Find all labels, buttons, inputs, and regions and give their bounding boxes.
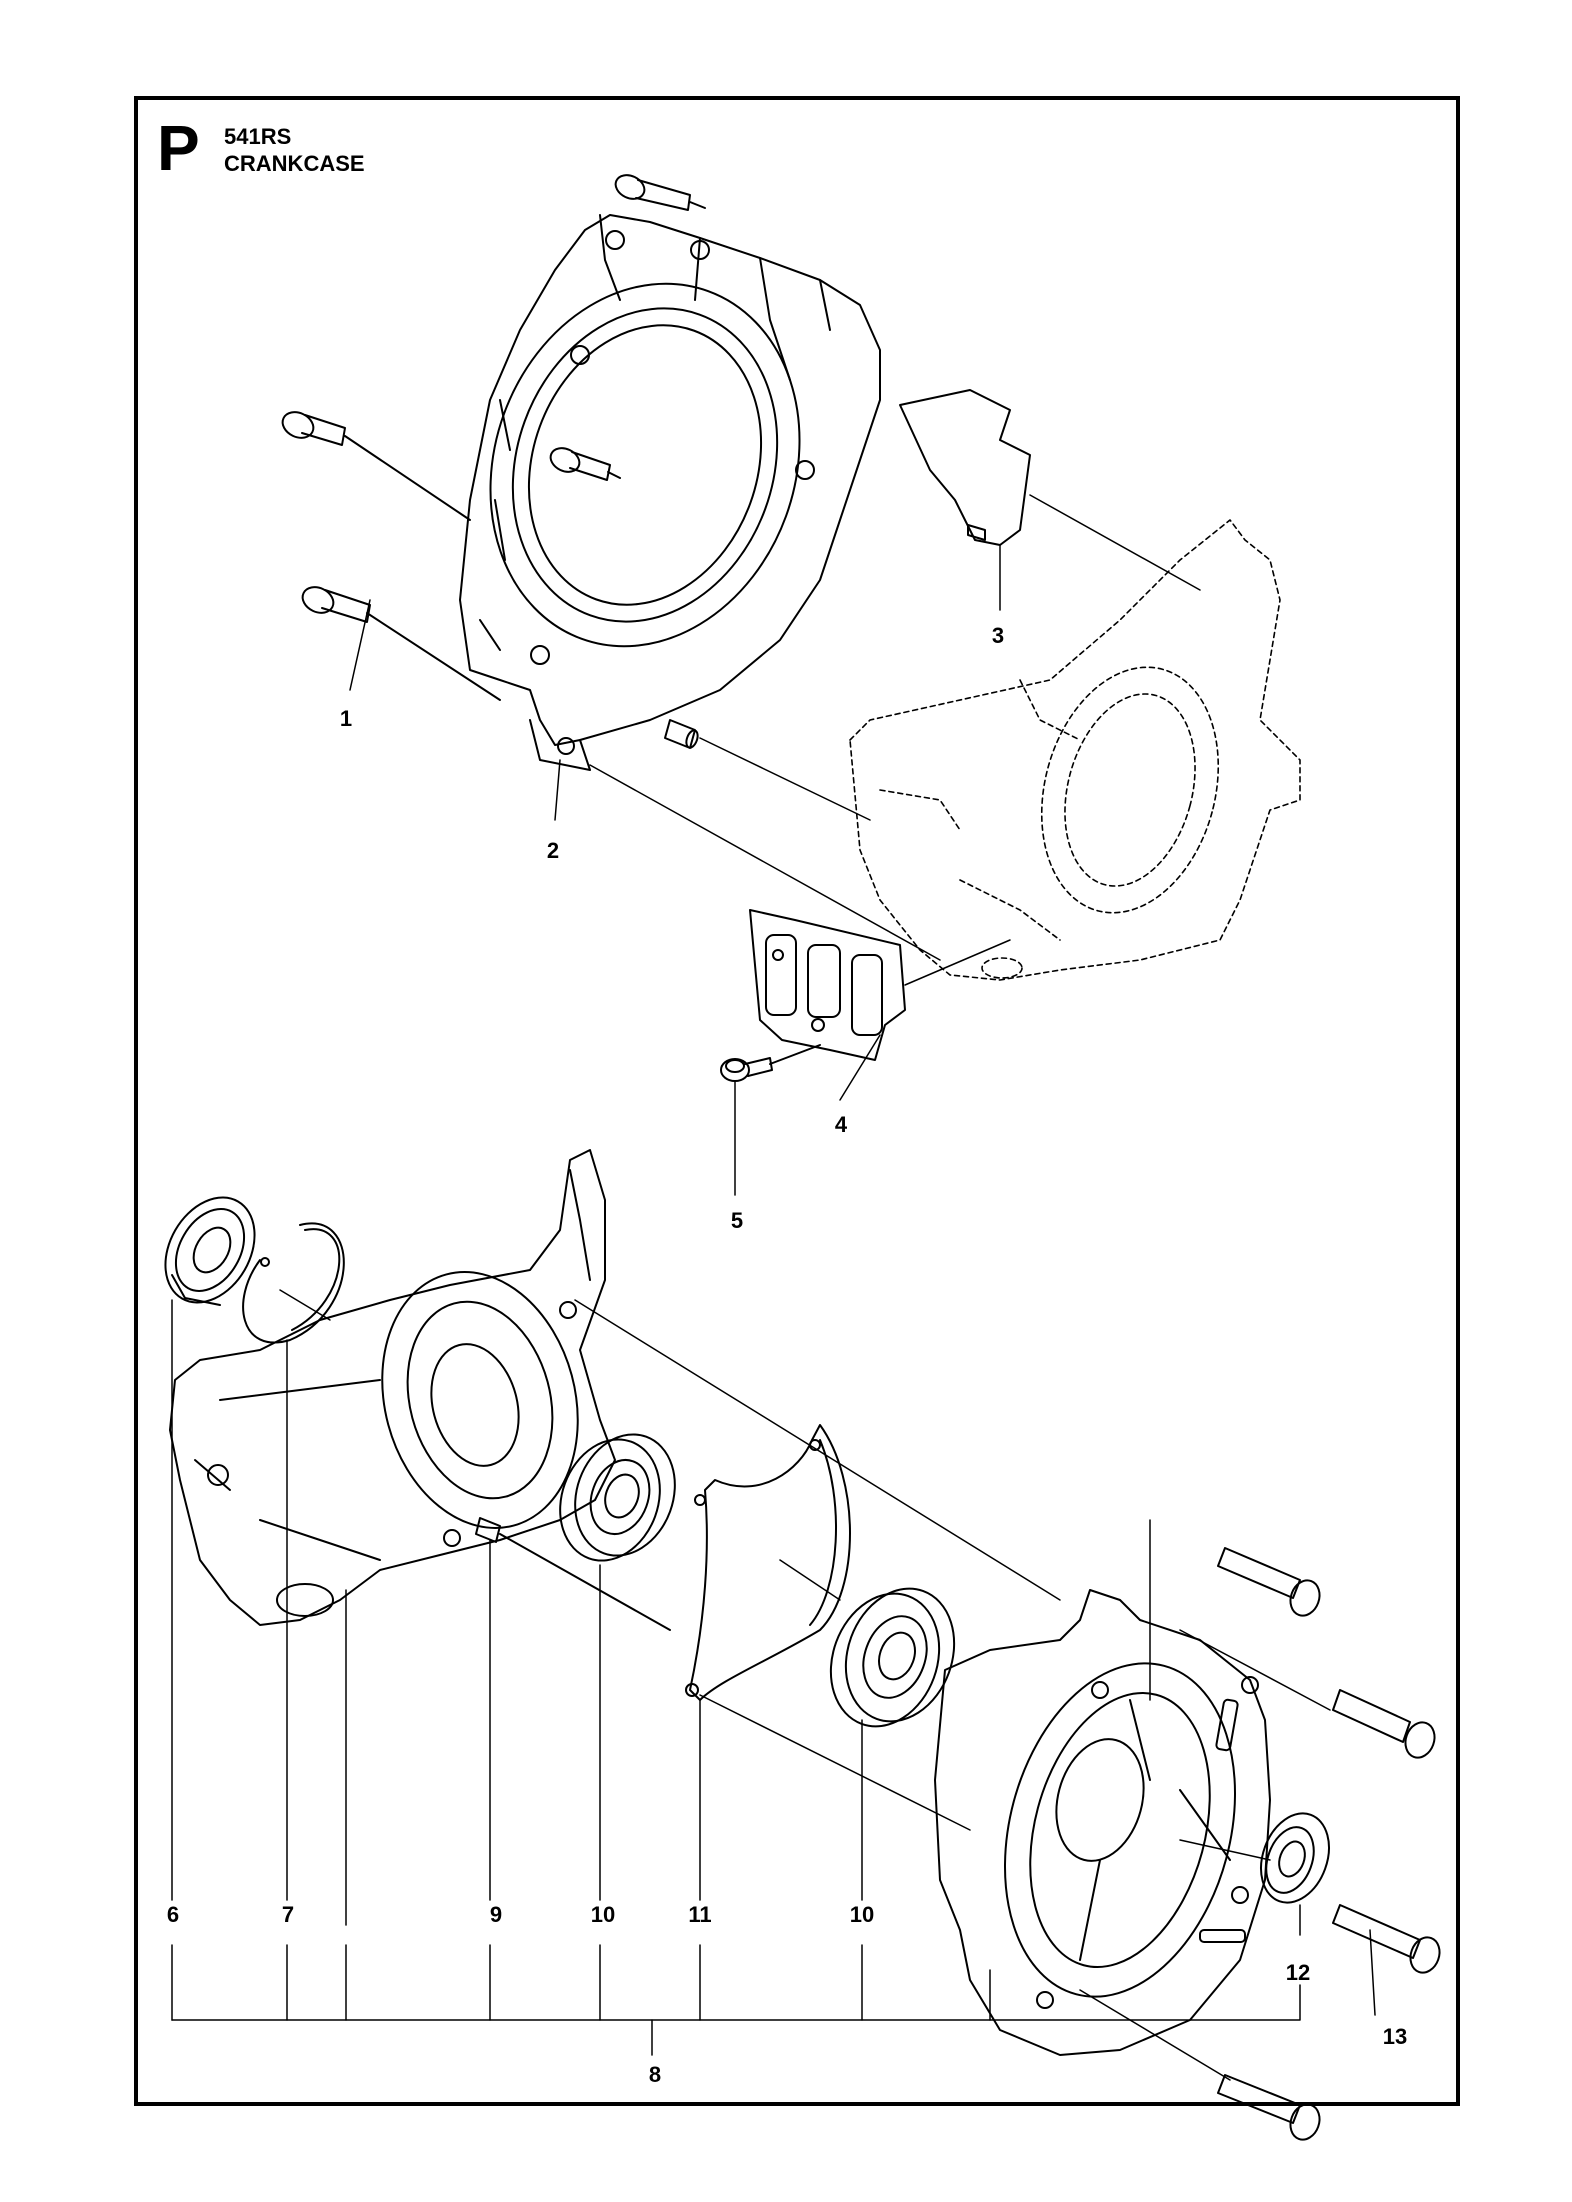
callout-10-left: 10 — [590, 1902, 616, 1927]
part-10-bearing-right — [829, 1587, 956, 1728]
callout-1: 1 — [339, 706, 353, 731]
callout-10-right: 10 — [849, 1902, 875, 1927]
callout-6: 6 — [166, 1902, 180, 1927]
callout-13: 13 — [1382, 2024, 1408, 2049]
section-letter: P — [157, 112, 200, 184]
part-9-pin — [475, 1517, 671, 1631]
page-title: CRANKCASE — [224, 151, 365, 176]
part-13-screw-3 — [1332, 1904, 1441, 1974]
part-7-circlip — [242, 1222, 345, 1344]
part-2-crankcase-cover — [459, 214, 881, 771]
part-1-bolt-upper — [281, 411, 471, 521]
part-4-gasket — [749, 909, 906, 1061]
callout-3: 3 — [991, 623, 1005, 648]
callout-8: 8 — [648, 2062, 662, 2087]
part-8-crankcase-left — [169, 1149, 616, 1626]
part-5-screw — [720, 1044, 821, 1082]
part-3-cover-plate — [899, 389, 1031, 546]
part-13-screw-2 — [1332, 1689, 1436, 1759]
part-1-bolt-lower — [301, 586, 501, 701]
part-6-seal — [164, 1196, 256, 1306]
part-1-bolt-middle — [549, 447, 621, 481]
callout-7: 7 — [281, 1902, 295, 1927]
leader-lines-upper — [349, 494, 1201, 1196]
callout-4: 4 — [834, 1112, 848, 1137]
part-11-gasket — [685, 1424, 851, 1701]
part-13-screw-1 — [1217, 1547, 1321, 1617]
callout-2: 2 — [546, 838, 560, 863]
callout-5: 5 — [730, 1208, 744, 1233]
part-10-bearing-left — [559, 1433, 676, 1562]
leader-lines-lower — [171, 1289, 1376, 2081]
part-8-crankcase-right — [934, 1589, 1271, 2056]
drawing-frame — [134, 96, 1460, 2106]
callout-9: 9 — [489, 1902, 503, 1927]
callout-12: 12 — [1285, 1960, 1311, 1985]
part-13-screw-4 — [1217, 2074, 1321, 2141]
part-12-seal — [1260, 1812, 1330, 1904]
dowel-pin-upper — [664, 719, 699, 749]
part-1-bolt-top — [614, 174, 706, 211]
callout-11: 11 — [688, 1902, 712, 1927]
reference-crankcase-dashed — [849, 519, 1301, 981]
model-number: 541RS — [224, 124, 292, 149]
